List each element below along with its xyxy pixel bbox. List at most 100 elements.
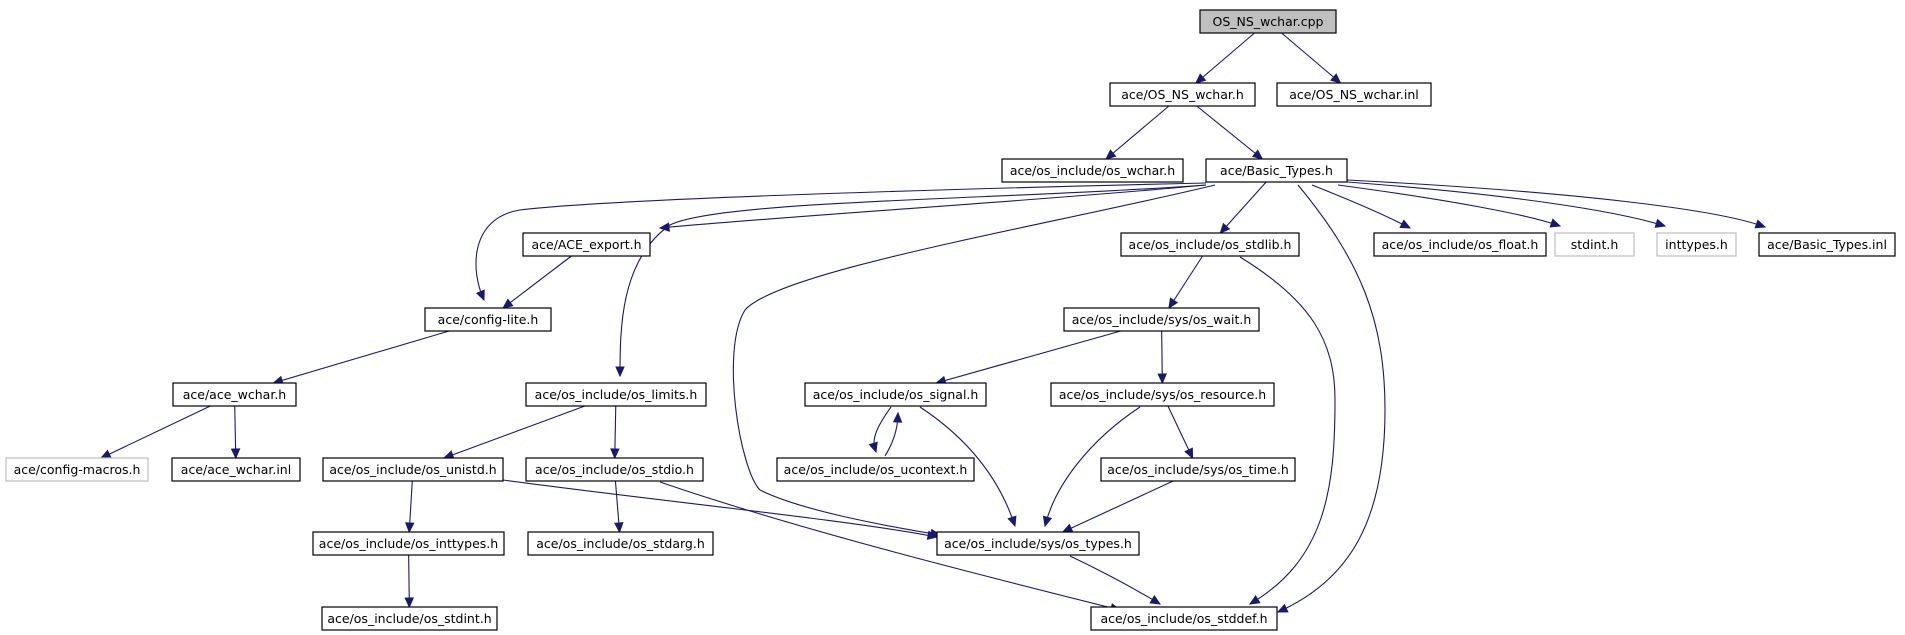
node-label: ace/config-macros.h <box>14 462 141 477</box>
node-ace-wchar[interactable]: ace/ace_wchar.h <box>172 382 297 407</box>
edge-os_inttypes-to-os_stdint <box>404 554 414 609</box>
node-os-stddef[interactable]: ace/os_include/os_stddef.h <box>1090 606 1278 631</box>
node-label: ace/os_include/os_stdio.h <box>535 462 694 477</box>
node-box[interactable] <box>804 382 987 407</box>
node-box[interactable] <box>522 232 651 257</box>
edge-basic_types-to-config_lite <box>475 182 1207 302</box>
node-box[interactable] <box>1050 382 1275 407</box>
node-os-signal[interactable]: ace/os_include/os_signal.h <box>804 382 987 407</box>
edges-layer <box>100 32 1767 613</box>
node-os-types[interactable]: ace/os_include/sys/os_types.h <box>936 531 1140 556</box>
edge-basic_types-to-os_stddef <box>1276 184 1386 613</box>
edge-os_resource-to-os_types-line <box>1044 406 1141 527</box>
node-box[interactable] <box>1090 606 1278 631</box>
edge-basic_types-to-os_limits-line <box>619 184 1207 377</box>
edge-os_wait-to-os_signal <box>935 330 1121 386</box>
edge-os_limits-to-os_stdio-arrowhead <box>610 448 620 460</box>
edge-basic_types-to-stdint <box>1337 184 1562 228</box>
node-box[interactable] <box>5 457 149 482</box>
node-os-stdint[interactable]: ace/os_include/os_stdint.h <box>321 606 498 631</box>
node-box[interactable] <box>1109 82 1256 107</box>
edge-os_ns_wchar_h-to-basic_types-line <box>1196 105 1263 160</box>
node-os-stdio[interactable]: ace/os_include/os_stdio.h <box>525 457 704 482</box>
node-ace-export[interactable]: ace/ACE_export.h <box>522 232 651 257</box>
edge-os_resource-to-os_types <box>1042 406 1141 528</box>
node-box[interactable] <box>1656 232 1737 257</box>
node-os-ns-wchar-inl[interactable]: ace/OS_NS_wchar.inl <box>1276 82 1432 107</box>
node-config-macros[interactable]: ace/config-macros.h <box>5 457 149 482</box>
node-os-wchar[interactable]: ace/os_include/os_wchar.h <box>1001 158 1184 183</box>
node-os-resource[interactable]: ace/os_include/sys/os_resource.h <box>1050 382 1275 407</box>
edge-root-to-os_ns_wchar_h-arrowhead <box>1195 73 1207 84</box>
node-box[interactable] <box>525 457 704 482</box>
node-box[interactable] <box>776 457 975 482</box>
node-box[interactable] <box>1199 9 1337 34</box>
node-box[interactable] <box>1373 232 1547 257</box>
node-box[interactable] <box>1001 158 1184 183</box>
node-box[interactable] <box>527 531 714 556</box>
node-box[interactable] <box>312 531 505 556</box>
node-box[interactable] <box>1063 307 1260 332</box>
edge-basic_types-to-basic_types_inl-arrowhead <box>1754 219 1767 229</box>
node-box[interactable] <box>1758 232 1896 257</box>
node-basic-types[interactable]: ace/Basic_Types.h <box>1205 158 1348 183</box>
node-os-inttypes[interactable]: ace/os_include/os_inttypes.h <box>312 531 505 556</box>
node-inttypes[interactable]: inttypes.h <box>1656 232 1737 257</box>
node-root[interactable]: OS_NS_wchar.cpp <box>1199 9 1337 34</box>
node-label: ace/ACE_export.h <box>531 237 641 252</box>
edge-os_inttypes-to-os_stdint-arrowhead <box>404 597 414 609</box>
node-box[interactable] <box>525 382 707 407</box>
node-label: ace/os_include/os_wchar.h <box>1010 163 1175 178</box>
node-box[interactable] <box>936 531 1140 556</box>
edge-os_stdlib-to-os_stddef <box>1239 256 1336 605</box>
node-box[interactable] <box>1100 457 1296 482</box>
node-os-stdlib[interactable]: ace/os_include/os_stdlib.h <box>1120 232 1300 257</box>
edge-os_stdio-to-os_stddef-line <box>659 481 1121 611</box>
node-box[interactable] <box>172 382 297 407</box>
node-basic-types-inl[interactable]: ace/Basic_Types.inl <box>1758 232 1896 257</box>
node-box[interactable] <box>1554 232 1635 257</box>
edge-basic_types-to-config_lite-line <box>475 182 1207 301</box>
edge-ace_export-to-config_lite-arrowhead <box>502 298 514 309</box>
node-label: ace/ace_wchar.h <box>183 387 286 402</box>
node-label: ace/os_include/os_stdarg.h <box>536 536 705 551</box>
node-os-unistd[interactable]: ace/os_include/os_unistd.h <box>322 457 504 482</box>
edge-os_signal-to-os_types <box>919 406 1017 528</box>
edge-os_unistd-to-os_types-line <box>502 479 938 538</box>
node-label: ace/os_include/os_limits.h <box>535 387 698 402</box>
node-box[interactable] <box>1205 158 1348 183</box>
edge-config_lite-to-ace_wchar-line <box>273 330 450 384</box>
node-os-float[interactable]: ace/os_include/os_float.h <box>1373 232 1547 257</box>
node-os-stdarg[interactable]: ace/os_include/os_stdarg.h <box>527 531 714 556</box>
edge-os_signal-to-os_ucontext <box>868 406 892 454</box>
node-box[interactable] <box>1276 82 1432 107</box>
node-os-time[interactable]: ace/os_include/sys/os_time.h <box>1100 457 1296 482</box>
edge-ace_wchar-to-ace_wchar_inl <box>230 405 241 460</box>
node-label: ace/os_include/os_unistd.h <box>329 462 496 477</box>
node-box[interactable] <box>171 457 301 482</box>
node-os-limits[interactable]: ace/os_include/os_limits.h <box>525 382 707 407</box>
node-box[interactable] <box>322 457 504 482</box>
edge-basic_types-to-basic_types_inl-line <box>1346 179 1766 228</box>
node-config-lite[interactable]: ace/config-lite.h <box>424 307 552 332</box>
edge-basic_types-to-os_float-line <box>1311 184 1411 229</box>
edge-os_ns_wchar_h-to-os_wchar-line <box>1105 105 1170 160</box>
node-box[interactable] <box>1120 232 1300 257</box>
edge-os_wait-to-os_signal-line <box>936 330 1121 384</box>
edge-os_limits-to-os_unistd <box>442 405 586 460</box>
edge-basic_types-to-os_float <box>1311 184 1412 229</box>
edge-os_types-to-os_stddef-arrowhead <box>1149 595 1162 605</box>
node-os-ucontext[interactable]: ace/os_include/os_ucontext.h <box>776 457 975 482</box>
node-ace-wchar-inl[interactable]: ace/ace_wchar.inl <box>171 457 301 482</box>
edge-os_stdio-to-os_stdarg <box>614 480 624 534</box>
edge-basic_types-to-os_limits <box>615 184 1207 378</box>
node-box[interactable] <box>321 606 498 631</box>
edge-os_wait-to-os_resource <box>1157 330 1167 385</box>
node-box[interactable] <box>424 307 552 332</box>
node-os-ns-wchar-h[interactable]: ace/OS_NS_wchar.h <box>1109 82 1256 107</box>
node-stdint[interactable]: stdint.h <box>1554 232 1635 257</box>
edge-ace_wchar-to-ace_wchar_inl-arrowhead <box>230 448 241 460</box>
edge-root-to-os_ns_wchar_inl <box>1281 32 1342 84</box>
node-os-wait[interactable]: ace/os_include/sys/os_wait.h <box>1063 307 1260 332</box>
